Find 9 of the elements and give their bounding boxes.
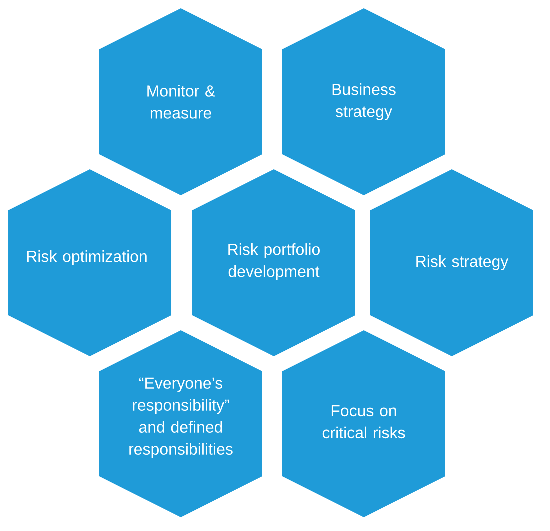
- node-label: Business strategy: [332, 84, 396, 120]
- hexagon-tile: Risk portfolio development: [192, 170, 356, 356]
- hexagon-tile: Risk optimization: [8, 170, 172, 356]
- hexagon-tile: Business strategy: [282, 8, 446, 196]
- hexagon-tile: Risk strategy: [370, 170, 534, 356]
- hexagon-tile: “Everyone’s responsibility” and defined responsibilities: [100, 330, 262, 518]
- node-label: Focus on critical risks: [322, 405, 406, 439]
- hexagon-tile: Monitor & measure: [100, 8, 262, 196]
- hexagon-tile: Focus on critical risks: [282, 330, 446, 518]
